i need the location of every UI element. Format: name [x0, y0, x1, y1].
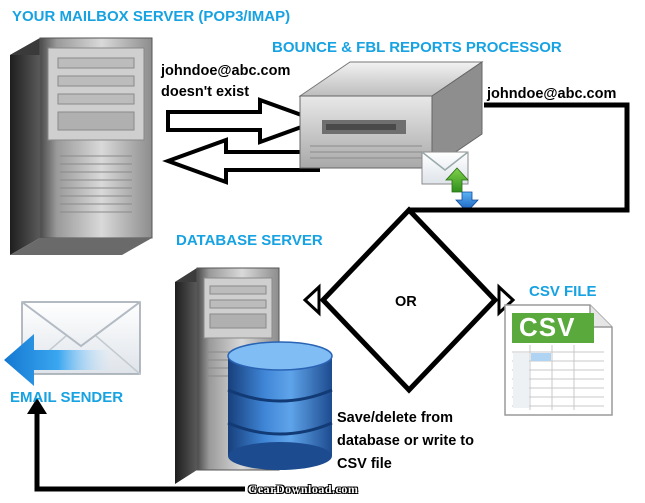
database-server-icon	[175, 267, 333, 484]
return-arrowhead	[27, 398, 47, 414]
watermark: GearDownload.com	[248, 482, 359, 496]
rack-server-icon	[298, 61, 484, 213]
bounce-processor-label: BOUNCE & FBL REPORTS PROCESSOR	[272, 39, 562, 56]
csv-file-label: CSV FILE	[529, 283, 597, 300]
mailbox-server-label: YOUR MAILBOX SERVER (POP3/IMAP)	[12, 8, 291, 25]
request-arrow	[166, 97, 324, 145]
or-decision-diamond	[319, 206, 499, 394]
save-note-line-1: Save/delete from	[337, 410, 454, 426]
csv-icon-text: CSV	[519, 312, 576, 342]
db-arrowhead	[302, 283, 321, 317]
spreadsheet-file-icon	[504, 304, 613, 416]
tower-server-icon	[10, 37, 153, 255]
database-cylinder-icon	[227, 341, 333, 470]
processor-connector-line	[409, 102, 630, 213]
envelope-send-icon	[4, 301, 141, 386]
bounce-address-label: johndoe@abc.com	[487, 86, 617, 102]
envelope-exchange-icon	[421, 151, 479, 213]
save-note-line-2: database or write to	[337, 433, 474, 449]
return-connector-line	[34, 412, 245, 492]
database-server-label: DATABASE SERVER	[176, 232, 323, 249]
email-sender-label: EMAIL SENDER	[10, 389, 124, 406]
doesnt-exist-line-2: doesn't exist	[161, 84, 250, 100]
doesnt-exist-line-1: johndoe@abc.com	[161, 63, 291, 79]
response-arrow	[162, 137, 320, 185]
save-note-line-3: CSV file	[337, 456, 392, 472]
or-label: OR	[395, 294, 417, 310]
